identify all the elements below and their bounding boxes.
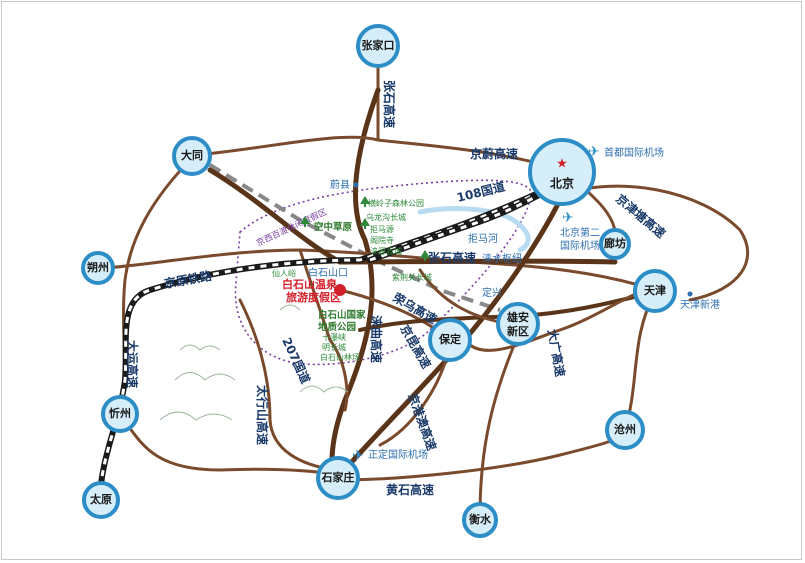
airplane-icon: ✈ [352, 448, 364, 464]
airport-label: 正定国际机场 [368, 448, 428, 461]
airport-label: 首都国际机场 [604, 146, 664, 159]
city-label: 雄安 [506, 310, 529, 324]
city-label: 北京 [550, 176, 574, 191]
city-label: 新区 [507, 324, 529, 338]
highway-label: 京昆高速 [397, 322, 434, 371]
place-label: 拒马源 [370, 224, 394, 234]
city-label: 廊坊 [604, 236, 626, 250]
airport-label: 北京第二 [560, 226, 600, 239]
place-label: 涞源县城 [370, 247, 402, 256]
place-dot [353, 182, 359, 188]
airplane-icon: ✈ [588, 144, 600, 160]
place-label: 白石山林场 [320, 352, 360, 362]
city-label: 忻州 [109, 406, 131, 420]
geopark-label: 地质公园 [318, 321, 356, 333]
red-dot-icon [334, 284, 346, 296]
place-label: 蔚县 [330, 179, 350, 191]
place-label: 十瀑峡 [322, 332, 346, 342]
highway-label: 大广高速 [545, 328, 568, 378]
place-label: 明长城 [322, 342, 346, 352]
star-icon: ★ [556, 157, 568, 172]
place-label: 定兴 [482, 286, 502, 299]
highway-label: 涞曲高速 [369, 315, 384, 363]
highway-label: 太行山高速 [255, 385, 270, 445]
leisure-zone-boundary [234, 179, 533, 366]
geopark-label: 白石山国家 [318, 309, 366, 321]
city-tianjin[interactable]: 天津 [633, 269, 677, 313]
place-label: 横岭子森林公园 [368, 198, 424, 208]
city-label: 大同 [181, 148, 203, 162]
airplane-icon: ✈ [562, 210, 574, 226]
city-cangzhou[interactable]: 沧州 [605, 410, 645, 450]
city-label: 石家庄 [321, 470, 355, 484]
airport-label: 国际机场 [560, 239, 600, 252]
city-taiyuan[interactable]: 太原 [82, 481, 120, 519]
city-langfang[interactable]: 廊坊 [599, 228, 631, 260]
place-label: 拒马河 [468, 232, 498, 245]
resort-label[interactable]: 白石山温泉 [282, 277, 338, 291]
svg-text:✈: ✈ [588, 144, 600, 160]
place-label: 紫荆关长城 [392, 272, 432, 282]
city-baoding[interactable]: 保定 [428, 318, 472, 362]
highway-label: 黄石高速 [386, 482, 434, 497]
city-zhangjiakou[interactable]: 张家口 [356, 24, 400, 68]
city-beijing[interactable]: ★ 北京 [528, 138, 596, 206]
resort-label[interactable]: 旅游度假区 [286, 290, 341, 304]
highway-label: 张石高速 [428, 250, 476, 265]
highway-label: 张石高速 [382, 80, 397, 128]
city-label: 朔州 [87, 260, 109, 274]
highway-label: 京蔚高速 [470, 146, 518, 161]
city-hengshui[interactable]: 衡水 [462, 502, 498, 538]
city-label: 保定 [438, 332, 461, 346]
port-label: 天津新港 [680, 298, 720, 311]
city-label: 太原 [89, 492, 112, 506]
city-label: 天津 [644, 283, 666, 297]
city-shuozhou[interactable]: 朔州 [81, 251, 115, 285]
place-label: 白石山口 [308, 266, 348, 279]
svg-text:✈: ✈ [352, 448, 364, 464]
place-label: 乌龙沟长城 [366, 212, 406, 222]
place-label: 空中草原 [314, 221, 353, 233]
place-label: 涞水枢纽 [482, 252, 522, 265]
city-xinzhou[interactable]: 忻州 [101, 395, 139, 433]
city-label: 张家口 [362, 38, 395, 52]
city-xiongan[interactable]: 雄安 新区 [496, 302, 540, 346]
place-label: 仙人峪 [272, 268, 296, 278]
city-label: 衡水 [469, 512, 492, 526]
highway-label: 108国道 [455, 178, 506, 204]
svg-text:✈: ✈ [562, 210, 574, 226]
highway-label: 京原铁路 [163, 268, 214, 291]
place-label: 阁院寺 [370, 235, 394, 245]
mountain-decoration [159, 304, 349, 421]
place-dot [687, 291, 693, 297]
city-datong[interactable]: 大同 [172, 136, 212, 176]
city-label: 沧州 [614, 422, 636, 436]
highway-label: 大运高速 [125, 340, 140, 388]
tree-icon [300, 196, 430, 261]
city-shijiazhuang[interactable]: 石家庄 [316, 456, 360, 500]
